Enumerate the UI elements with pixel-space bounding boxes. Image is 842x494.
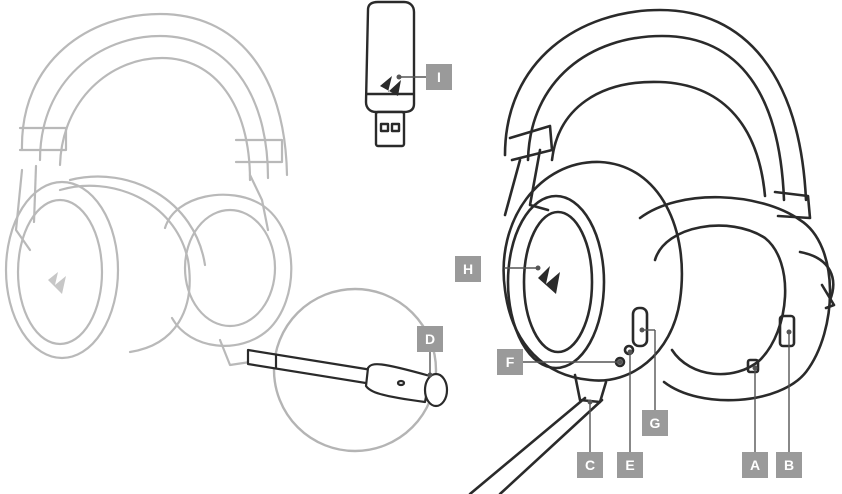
callout-d: D	[417, 326, 443, 352]
callout-i-letter: I	[437, 69, 441, 85]
callout-a-letter: A	[750, 457, 760, 473]
callout-b-letter: B	[784, 457, 794, 473]
callout-a: A	[742, 452, 768, 478]
callout-d-letter: D	[425, 331, 435, 347]
callout-f-letter: F	[506, 354, 515, 370]
callout-c: C	[577, 452, 603, 478]
usb-dongle	[366, 2, 414, 146]
faded-headset	[6, 14, 291, 365]
callout-f: F	[497, 349, 523, 375]
callout-h: H	[455, 256, 481, 282]
callout-e-letter: E	[625, 457, 634, 473]
callout-h-letter: H	[463, 261, 473, 277]
logo-icon	[538, 266, 560, 294]
callout-g: G	[642, 410, 668, 436]
callout-b: B	[776, 452, 802, 478]
callout-i: I	[426, 64, 452, 90]
callout-e: E	[617, 452, 643, 478]
callout-g-letter: G	[650, 415, 661, 431]
callout-c-letter: C	[585, 457, 595, 473]
